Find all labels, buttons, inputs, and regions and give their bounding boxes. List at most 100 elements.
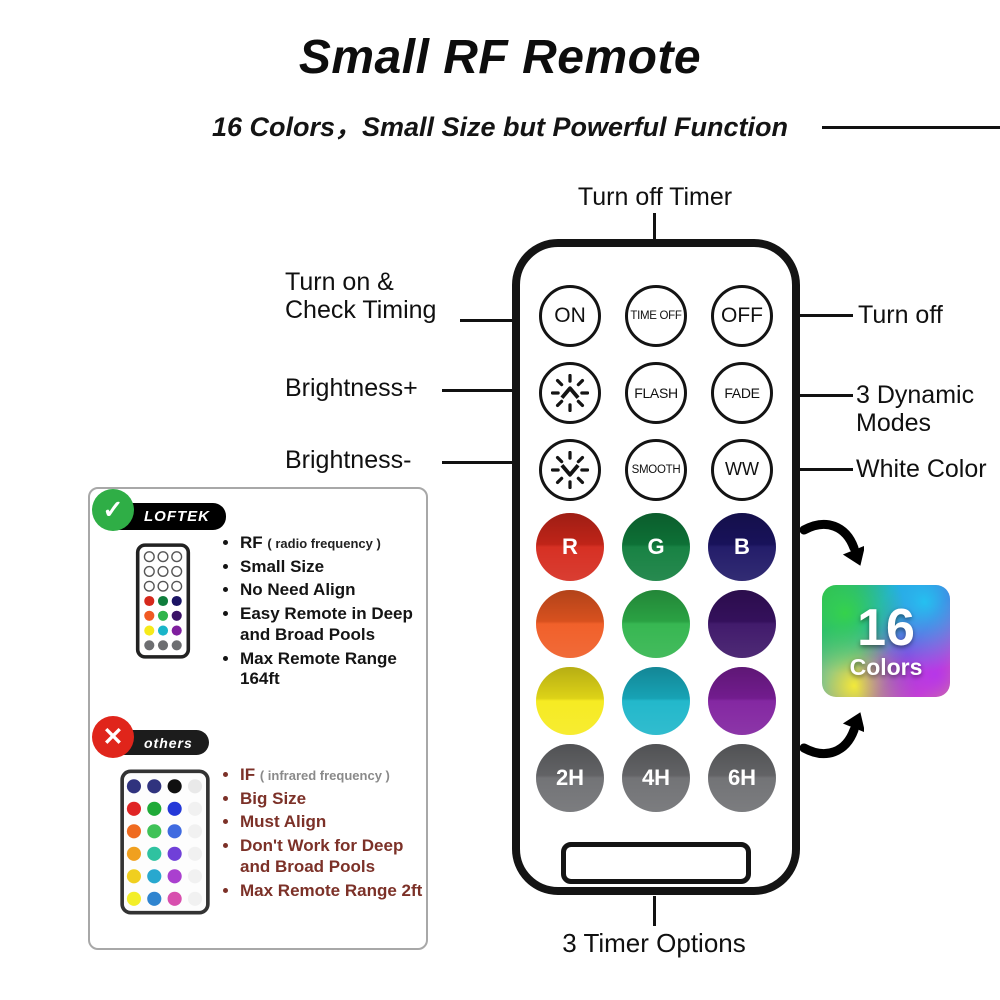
dark-purple-color-button [708,589,776,658]
off-button-label: OFF [721,303,763,327]
others-remote-thumbnail [120,769,210,915]
list-item: IF ( infrared frequency ) [240,765,428,786]
list-item: Big Size [240,789,428,810]
pointer-line-turn-off [773,314,853,317]
callout-timer-options: 3 Timer Options [562,928,746,958]
callout-turn-off-timer: Turn off Timer [577,183,733,211]
battery-compartment [561,842,751,884]
green-button-label: G [647,533,665,559]
blue-color-button: B [708,512,776,581]
remote-row-modes-1: FLASH FADE [520,354,792,431]
green-color-button: G [622,512,690,581]
badge-label: Colors [849,653,923,680]
arrow-to-badge-bottom [800,712,864,759]
brightness-up-icon [551,373,589,412]
feature-text: RF [240,533,263,552]
feature-text: Max Remote Range 2ft [240,880,423,900]
feature-text: Max Remote Range 164ft [240,648,397,689]
time-off-button-label: TIME OFF [630,309,682,322]
fade-button-label: FADE [724,384,760,401]
loftek-remote-thumbnail [135,543,191,659]
feature-text: Must Align [240,812,327,832]
ww-button: WW [711,438,773,501]
ww-button-label: WW [725,459,759,479]
remote-row-modes-2: SMOOTH WW [520,431,792,508]
cross-icon: ✕ [92,716,134,758]
feature-text: Small Size [240,556,325,576]
red-color-button: R [536,512,604,581]
remote-row-timers: 2H 4H 6H [520,739,792,816]
loftek-banner-label: LOFTEK [144,508,210,525]
remote-row-rgb: R G B [520,508,792,585]
red-button-label: R [562,533,578,559]
list-item: Small Size [240,557,428,578]
check-glyph: ✓ [102,496,124,524]
list-item: RF ( radio frequency ) [240,533,428,554]
others-feature-list: IF ( infrared frequency ) Big Size Must … [222,765,428,904]
pointer-line-white-color [773,468,853,471]
pointer-line-timer-options [653,896,656,926]
blue-button-label: B [734,533,750,559]
remote-row-colors-3 [520,662,792,739]
page-subtitle: 16 Colors，Small Size but Powerful Functi… [211,112,789,142]
yellow-color-button [536,666,604,735]
timer-6h-button: 6H [708,743,776,812]
check-icon: ✓ [92,489,134,531]
callout-brightness-minus: Brightness- [285,446,412,474]
remote-row-colors-2 [520,585,792,662]
cross-glyph: ✕ [102,723,124,751]
fade-button: FADE [711,361,773,424]
feature-note: ( radio frequency ) [267,536,381,551]
light-green-color-button [622,589,690,658]
list-item: Max Remote Range 2ft [240,881,428,902]
header-divider [822,126,1000,129]
sixteen-colors-badge: 16 Colors [822,585,950,697]
timer-4h-button: 4H [622,743,690,812]
remote-body: ON TIME OFF OFF FLASH FADE [512,239,800,895]
timer-4h-label: 4H [641,764,671,790]
comparison-box: ✓ LOFTEK RF ( radio frequency ) Small Si… [88,487,428,950]
others-banner-label: others [144,734,193,751]
off-button: OFF [711,284,773,347]
feature-text: Easy Remote in Deep and Broad Pools [240,604,413,644]
brightness-up-button [539,361,601,424]
callout-turn-on-check-timing: Turn on & Check Timing [285,268,437,324]
list-item: Easy Remote in Deep and Broad Pools [240,604,428,645]
smooth-button-label: SMOOTH [631,463,681,476]
list-item: No Need Align [240,580,428,601]
pointer-line-brightness-minus [442,461,536,464]
callout-turn-off: Turn off [858,301,943,329]
brightness-down-icon [551,450,589,489]
pointer-line-dynamic-modes [773,394,853,397]
feature-text: IF [240,765,256,784]
purple-color-button [708,666,776,735]
smooth-button: SMOOTH [625,438,687,501]
pointer-line-turn-on [460,319,536,322]
feature-text: No Need Align [240,580,356,600]
orange-color-button [536,589,604,658]
arrow-to-badge-top [800,519,864,566]
flash-button: FLASH [625,361,687,424]
loftek-feature-list: RF ( radio frequency ) Small Size No Nee… [222,533,428,693]
page-title: Small RF Remote [298,31,702,84]
on-button: ON [539,284,601,347]
list-item: Must Align [240,812,428,833]
cyan-color-button [622,666,690,735]
timer-2h-label: 2H [555,764,585,790]
list-item: Max Remote Range 164ft [240,649,428,690]
pointer-line-brightness-plus [442,389,536,392]
flash-button-label: FLASH [634,384,678,401]
brightness-down-button [539,438,601,501]
callout-brightness-plus: Brightness+ [285,374,418,402]
timer-2h-button: 2H [536,743,604,812]
feature-text: Big Size [240,788,307,808]
list-item: Don't Work for Deep and Broad Pools [240,836,428,877]
badge-number: 16 [857,598,915,657]
callout-dynamic-modes: 3 Dynamic Modes [856,381,975,437]
time-off-button: TIME OFF [625,284,687,347]
timer-6h-label: 6H [727,764,757,790]
on-button-label: ON [554,303,586,327]
remote-row-power: ON TIME OFF OFF [520,277,792,354]
callout-white-color: White Color [856,455,987,483]
